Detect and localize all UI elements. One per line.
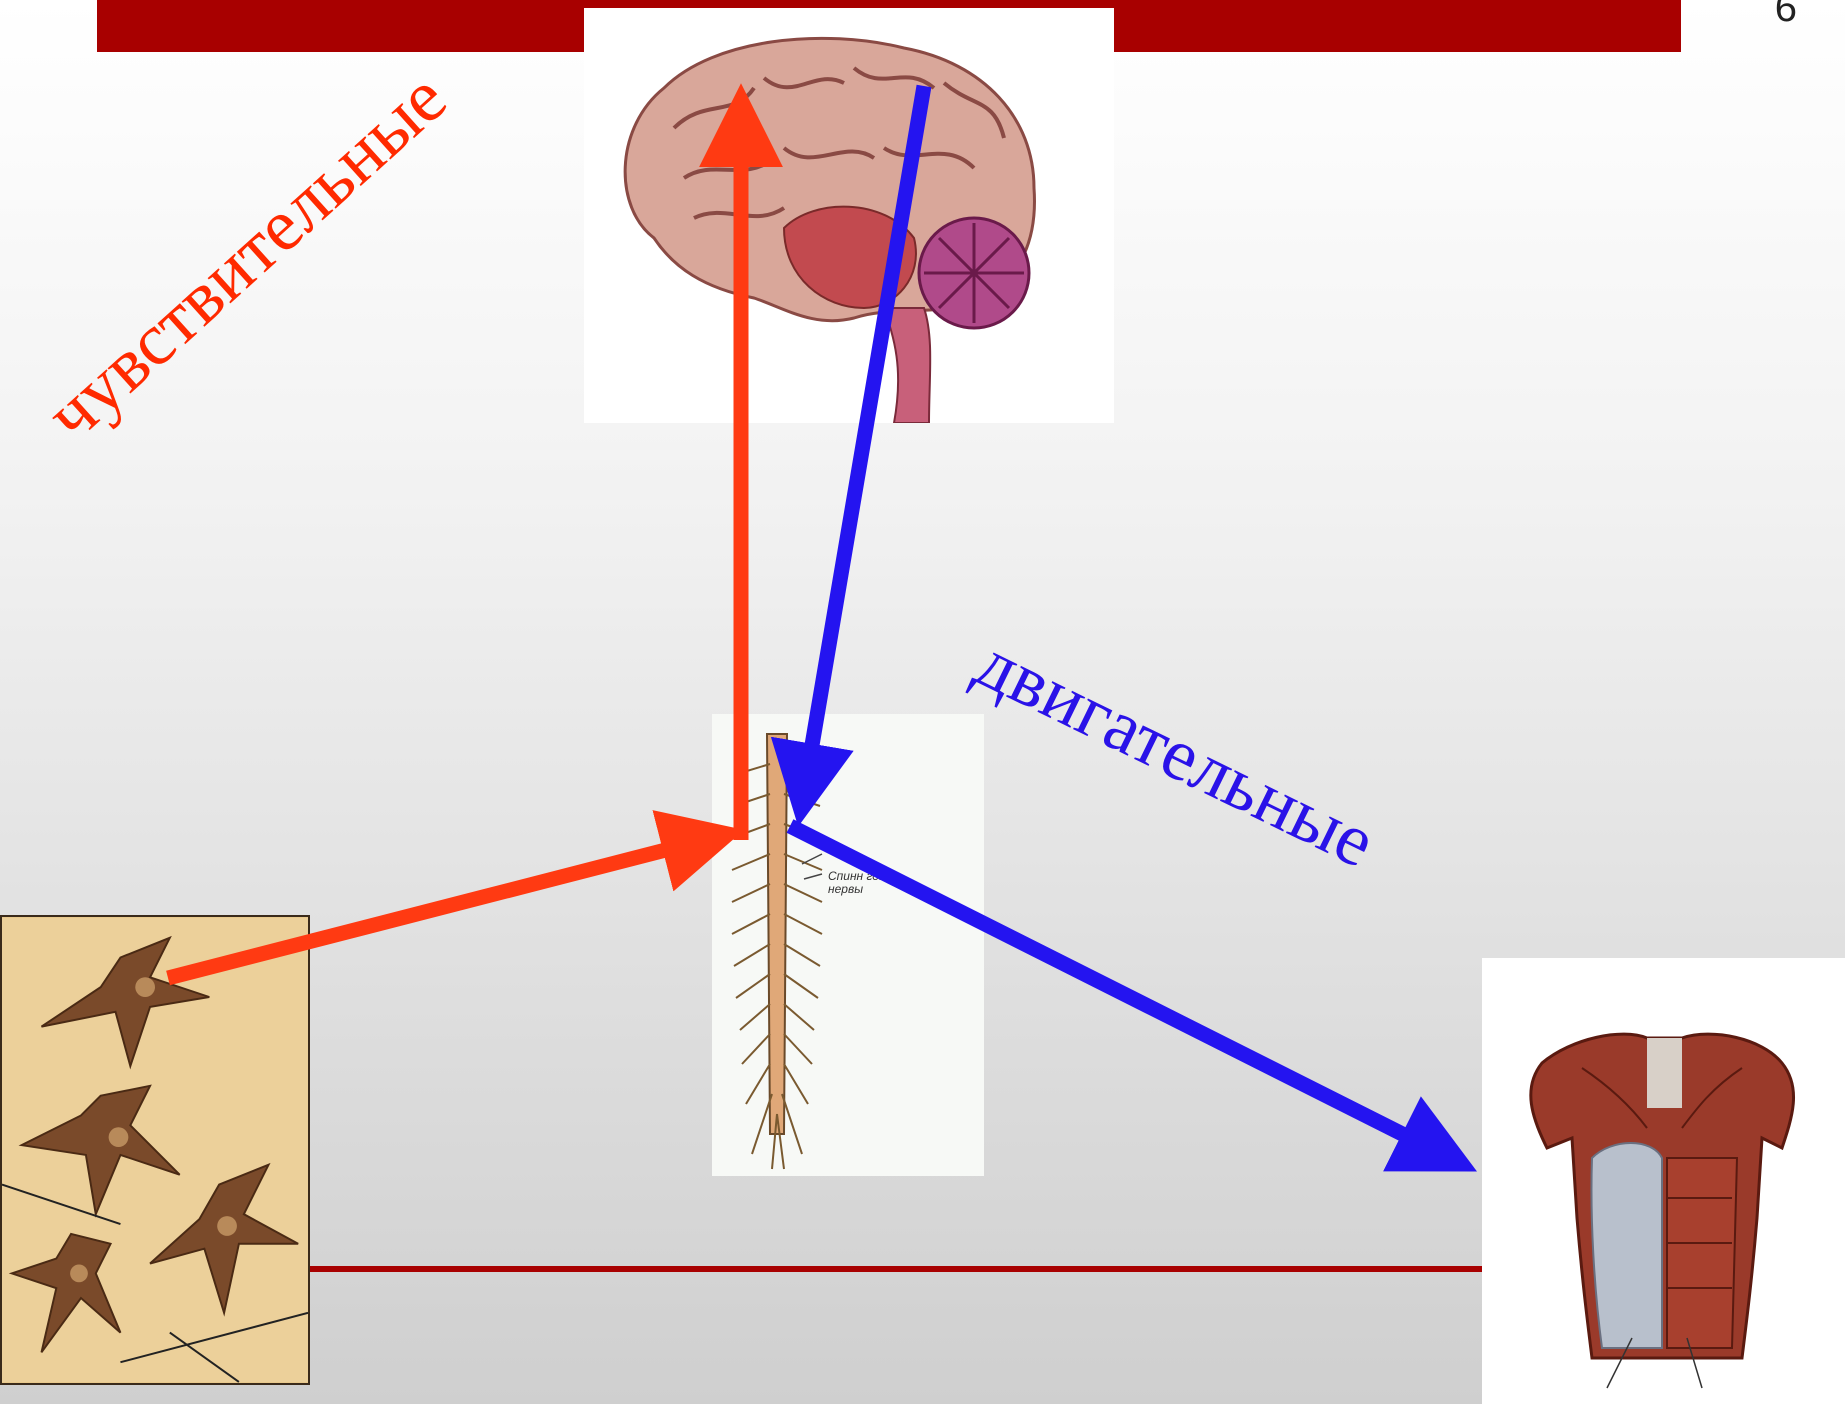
brain-image [584, 8, 1114, 423]
spinal-cord-image [712, 714, 984, 1176]
motor-nerves-label: двигательные [963, 620, 1388, 886]
spinal-nerves-caption: Спинн говые нервы [828, 870, 901, 896]
brain-illustration [584, 8, 1114, 423]
neurons-image [0, 915, 310, 1385]
slide-number: 6 [1775, 0, 1797, 31]
neurons-illustration [2, 917, 308, 1383]
spinal-cord-illustration [712, 714, 984, 1176]
sensory-nerves-label: чувствительные [30, 56, 463, 458]
spinal-nerves-caption-line2: нервы [828, 883, 901, 896]
torso-muscles-image [1482, 958, 1845, 1404]
footer-accent-line [300, 1266, 1490, 1272]
torso-muscles-illustration [1482, 958, 1845, 1404]
